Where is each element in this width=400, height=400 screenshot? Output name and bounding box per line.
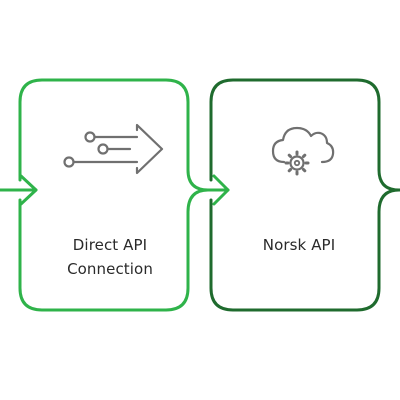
incoming-arrowhead-icon xyxy=(19,174,38,206)
step-2-label: Norsk API xyxy=(211,233,387,257)
step-1-label-line-1: Direct API xyxy=(72,236,148,254)
step-2-box-outline-bottom xyxy=(209,188,400,312)
connector-arrowhead-icon xyxy=(212,174,230,206)
step-1-box-outline-bottom xyxy=(18,188,210,312)
step-1-frame xyxy=(0,78,230,312)
step-2-frame xyxy=(209,78,400,312)
cloud-gear-icon xyxy=(271,126,335,176)
step-1-label-line-2: Connection xyxy=(67,260,153,278)
step-2-label-line-1: Norsk API xyxy=(262,236,336,254)
step-1-label: Direct API Connection xyxy=(22,233,198,281)
direct-connection-arrow-icon xyxy=(63,123,164,175)
step-1-box-outline xyxy=(18,78,230,192)
step-2-box-outline-top xyxy=(209,78,400,192)
